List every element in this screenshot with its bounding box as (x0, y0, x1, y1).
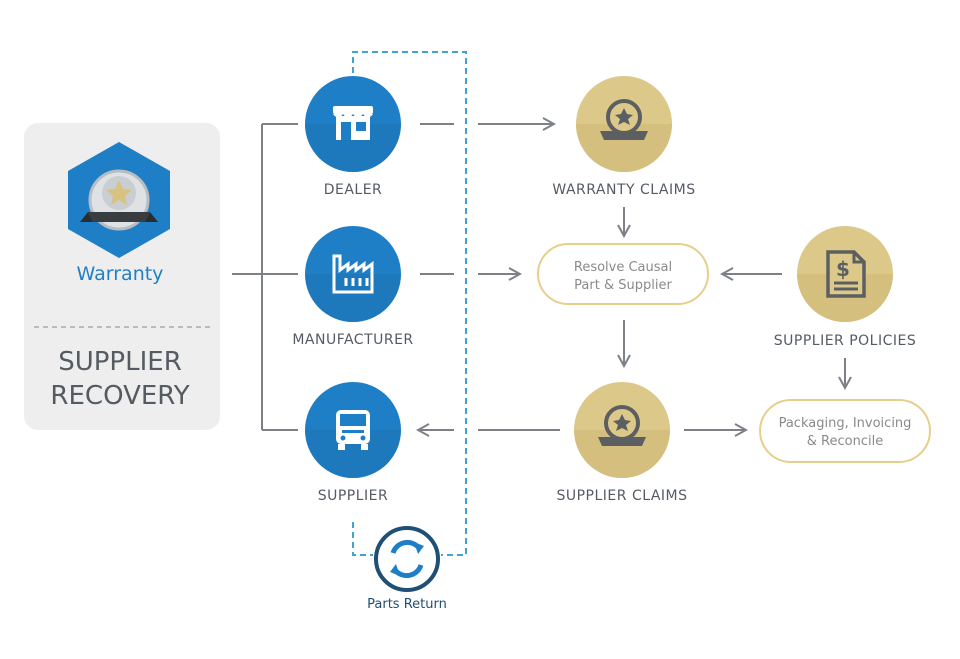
supplier-label: SUPPLIER (318, 488, 389, 504)
document-dollar-icon: $ (826, 250, 866, 298)
dealer-node: DEALER (305, 76, 401, 198)
factory-icon (332, 254, 374, 294)
parts-return-label: Parts Return (367, 597, 447, 612)
warranty-claims-label: WARRANTY CLAIMS (552, 182, 695, 198)
resolve-line2: Part & Supplier (574, 278, 672, 293)
warranty-hexagon-icon (68, 142, 170, 258)
packaging-line2: & Reconcile (807, 434, 883, 449)
warranty-claims-node: WARRANTY CLAIMS (552, 76, 695, 198)
supplier-claims-node: SUPPLIER CLAIMS (556, 382, 687, 504)
svg-text:$: $ (836, 257, 850, 281)
truck-icon (336, 410, 370, 450)
panel-title: Warranty (77, 263, 164, 285)
supplier-policies-label: SUPPLIER POLICIES (774, 333, 917, 349)
dealer-label: DEALER (324, 182, 383, 198)
bracket-connector (232, 123, 298, 431)
resolve-process: Resolve Causal Part & Supplier (537, 243, 709, 305)
resolve-line1: Resolve Causal (574, 260, 672, 275)
award-badge-icon (598, 405, 646, 446)
supplier-policies-node: $ SUPPLIER POLICIES (774, 226, 917, 349)
manufacturer-label: MANUFACTURER (292, 332, 413, 348)
packaging-process: Packaging, Invoicing & Reconcile (759, 399, 931, 463)
panel-subtitle-line1: SUPPLIER (58, 347, 182, 377)
supplier-claims-label: SUPPLIER CLAIMS (556, 488, 687, 504)
award-badge-icon (600, 99, 648, 140)
parts-return-loop (352, 51, 467, 556)
packaging-line1: Packaging, Invoicing (779, 416, 912, 431)
panel-subtitle-line2: RECOVERY (50, 381, 189, 411)
flow-arrows (418, 124, 845, 430)
warranty-panel: Warranty SUPPLIER RECOVERY (24, 123, 220, 430)
parts-return-node: Parts Return (367, 526, 447, 612)
supplier-node: SUPPLIER (305, 382, 401, 504)
manufacturer-node: MANUFACTURER (292, 226, 413, 348)
store-icon (333, 106, 373, 140)
